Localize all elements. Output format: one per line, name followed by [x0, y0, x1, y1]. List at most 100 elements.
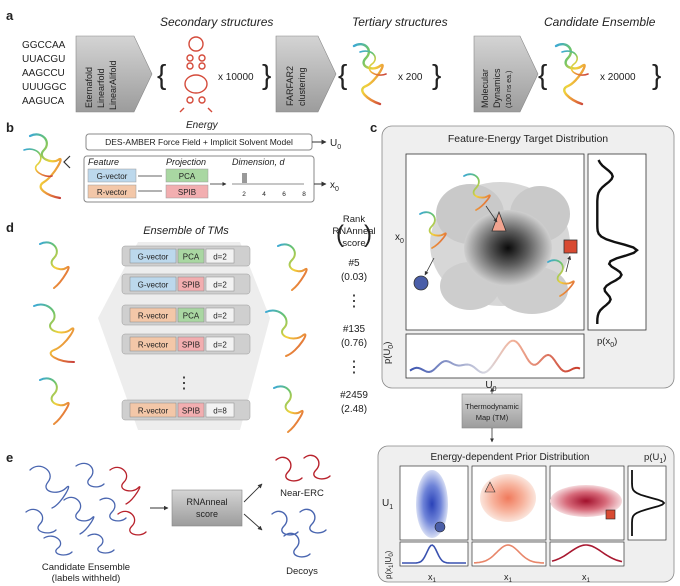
tm-feature-chip — [129, 248, 177, 264]
tm-line: Thermodynamic — [465, 402, 519, 411]
md-block: Molecular Dynamics (100 ns ea.) — [473, 35, 539, 113]
dimension-slider-handle — [242, 173, 247, 183]
tm-line: Map (TM) — [476, 413, 509, 422]
marker-pointer — [424, 257, 435, 276]
panel-label-c: c — [370, 120, 377, 135]
farfar-block: FARFAR2 clustering — [275, 35, 337, 113]
tm-dimension-chip — [205, 307, 235, 323]
tm-dimension-chip — [205, 402, 235, 418]
ellipsis-dots: ⋮ — [176, 375, 192, 392]
tm-feature-label: R-vector — [138, 341, 169, 350]
dimension-tick: 6 — [282, 191, 286, 198]
candidate-ensemble-cloud — [25, 462, 147, 556]
farfar-line: FARFAR2 — [285, 66, 295, 106]
decoy-structures — [271, 508, 327, 558]
tm-dimension-label: d=2 — [213, 341, 227, 350]
x1-axis-label: x1 — [582, 572, 591, 584]
tm-dimension-chip — [205, 276, 235, 292]
prior-subplot-blue — [399, 465, 469, 541]
tm-projection-chip — [177, 336, 205, 352]
md-line: (100 ns ea.) — [506, 71, 513, 108]
tm-dimension-label: d=8 — [213, 407, 227, 416]
tm-dimension-chip — [205, 336, 235, 352]
marginal-u0-label: p(U0) — [382, 342, 395, 364]
prior-subplot-salmon — [471, 465, 547, 541]
tm-projection-label: PCA — [183, 312, 200, 321]
ellipsis-dots: ⋮ — [346, 359, 362, 376]
tertiary-count: x 200 — [398, 72, 423, 83]
rnanneal-score-block: RNAnneal score — [171, 489, 243, 527]
feature-chip — [87, 184, 137, 199]
set-brace-close: } — [262, 59, 271, 90]
feature-chip-label: R-vector — [97, 188, 128, 197]
secondary-count: x 10000 — [218, 72, 254, 83]
tool-name: LinearAlifold — [108, 60, 118, 110]
to-near-erc-arrow — [243, 483, 263, 503]
density-cloud — [430, 182, 570, 314]
energy-model-label: DES-AMBER Force Field + Implicit Solvent… — [105, 137, 293, 147]
tm-projection-chip — [177, 307, 205, 323]
tm-projection-label: SPIB — [182, 281, 200, 290]
tm-feature-chip — [129, 276, 177, 292]
salmon-triangle-marker — [484, 481, 496, 493]
red-square-marker — [605, 509, 616, 520]
feature-chip-label: G-vector — [97, 172, 128, 181]
secondary-structure-icon — [179, 36, 213, 113]
marker-pointer — [485, 205, 498, 223]
near-erc-structures — [275, 454, 331, 482]
candidate-count: x 20000 — [600, 72, 636, 83]
candidate-ensemble-sublabel: (labels withheld) — [52, 573, 121, 584]
score-line: RNAnneal — [186, 497, 227, 507]
tm-feature-label: R-vector — [138, 407, 169, 416]
red-square-marker — [563, 239, 578, 254]
dimension-tick: 2 — [242, 191, 246, 198]
rank-score: (0.76) — [341, 338, 367, 349]
tm-row: G-vector SPIB d=2 — [121, 273, 251, 295]
prior-marginal-frame — [627, 465, 667, 541]
projection-chip-label: SPIB — [178, 188, 196, 197]
candidate-ensemble-label: Candidate Ensemble — [42, 562, 130, 573]
tertiary-title: Tertiary structures — [352, 15, 448, 29]
rna-structure-right — [265, 243, 308, 433]
tm-block: Thermodynamic Map (TM) — [461, 393, 523, 429]
md-line: Dynamics — [492, 68, 502, 108]
x1-axis-label: x1 — [504, 572, 513, 584]
prior-marginal-curve — [631, 470, 666, 536]
sequence-line: UUUGGC — [22, 82, 66, 93]
tm-dimension-chip — [205, 248, 235, 264]
rank-paren-close: ) — [364, 221, 372, 248]
marginal-u0-curve — [409, 339, 581, 374]
prior-subplot-red — [549, 465, 625, 541]
u1-axis-label: U1 — [382, 498, 393, 511]
sequence-line: AAGUCA — [22, 96, 65, 107]
energy-output-label: U0 — [330, 138, 341, 151]
ensemble-title: Ensemble of TMs — [143, 225, 229, 237]
rna-structure-left — [33, 241, 75, 425]
decoys-label: Decoys — [286, 566, 318, 577]
x0-axis-label: x0 — [395, 232, 404, 245]
conditional-label: p(x1|U0) — [384, 550, 395, 579]
tm-feature-chip — [129, 402, 177, 418]
tm-projection-label: SPIB — [182, 341, 200, 350]
md-line: Molecular — [480, 69, 490, 108]
dimension-tick: 8 — [302, 191, 306, 198]
projection-chip — [165, 168, 209, 183]
to-decoys-arrow — [243, 513, 263, 531]
tm-feature-label: G-vector — [138, 281, 169, 290]
sequence-line: GGCCAA — [22, 40, 66, 51]
projection-chip-label: PCA — [179, 172, 196, 181]
marginal-u0-frame — [405, 333, 585, 379]
panel-label-b: b — [6, 120, 14, 135]
tm-projection-label: SPIB — [182, 407, 200, 416]
dimension-title: Dimension, d — [232, 157, 286, 167]
set-brace-open: { — [157, 59, 166, 90]
rank-score: (2.48) — [341, 404, 367, 415]
set-brace-close: } — [432, 59, 441, 90]
tm-row: R-vector PCA d=2 — [121, 304, 251, 326]
sequence-line: UUACGU — [22, 54, 65, 65]
conditional-frame — [549, 541, 625, 567]
near-erc-label: Near-ERC — [280, 488, 324, 499]
prior-title: Energy-dependent Prior Distribution — [431, 452, 590, 463]
tm-feature-chip — [129, 307, 177, 323]
tm-dimension-label: d=2 — [213, 312, 227, 321]
